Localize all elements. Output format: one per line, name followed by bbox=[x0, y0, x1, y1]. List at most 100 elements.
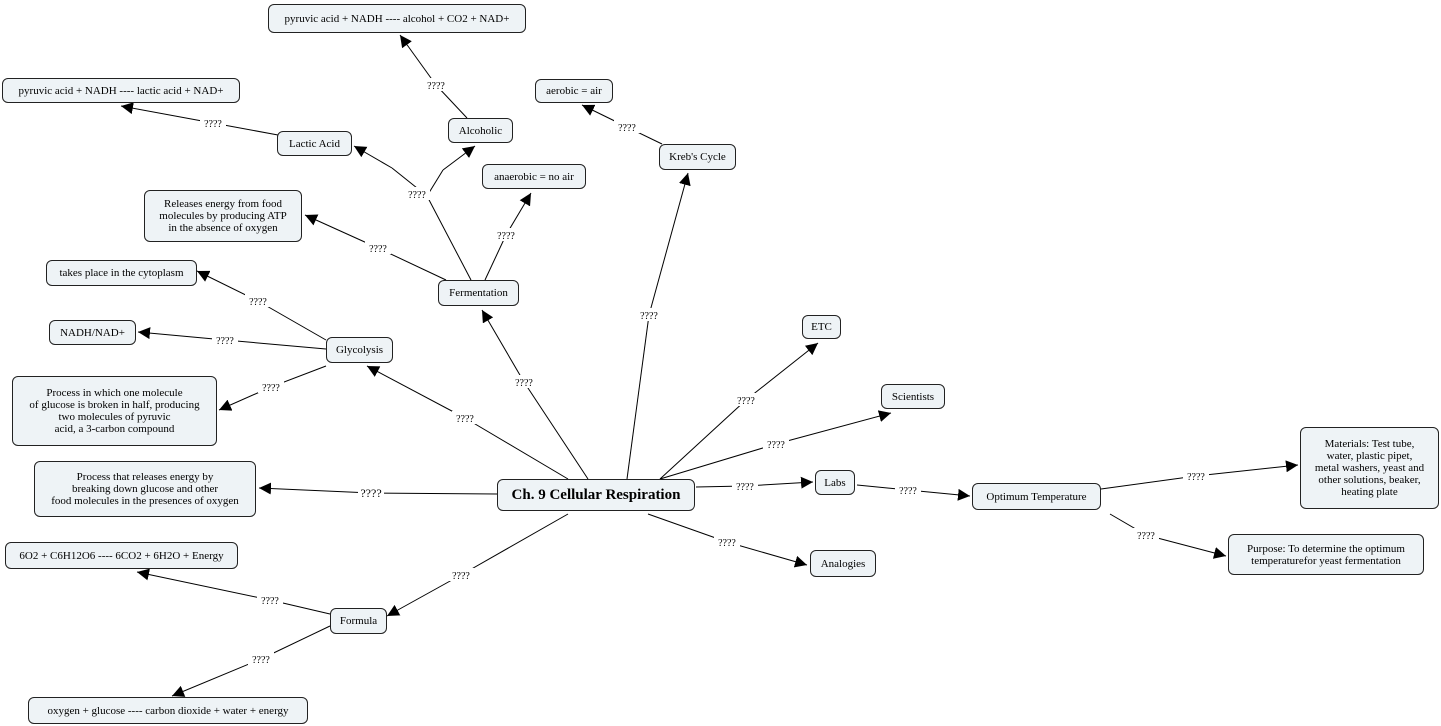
link-label: ???? bbox=[1137, 531, 1155, 542]
link-label: ???? bbox=[369, 244, 387, 255]
link-line bbox=[257, 300, 327, 341]
node-materials[interactable]: Materials: Test tube, water, plastic pip… bbox=[1300, 427, 1439, 509]
link-label: ???? bbox=[427, 81, 445, 92]
node-process-energy[interactable]: Process that releases energy by breaking… bbox=[34, 461, 256, 517]
link-label: ???? bbox=[216, 336, 234, 347]
link-line bbox=[258, 482, 372, 495]
link-label-bg bbox=[404, 187, 430, 200]
link-label-bg bbox=[200, 116, 226, 129]
link-line bbox=[481, 309, 525, 383]
node-labs[interactable]: Labs bbox=[815, 470, 855, 495]
link-line bbox=[648, 172, 691, 316]
link-line bbox=[460, 513, 569, 576]
node-pyruvic-lactic[interactable]: pyruvic acid + NADH ---- lactic acid + N… bbox=[2, 78, 240, 103]
link-label-bg bbox=[763, 437, 789, 450]
link-line bbox=[659, 399, 747, 480]
link-label: ???? bbox=[262, 383, 280, 394]
node-formula[interactable]: Formula bbox=[330, 608, 387, 634]
link-label-bg bbox=[423, 78, 449, 91]
link-label: ???? bbox=[767, 440, 785, 451]
link-label: ???? bbox=[497, 231, 515, 242]
link-line bbox=[120, 102, 214, 124]
node-purpose[interactable]: Purpose: To determine the optimum temper… bbox=[1228, 534, 1424, 575]
link-line bbox=[523, 381, 589, 480]
link-line bbox=[1195, 460, 1299, 477]
node-krebs-cycle[interactable]: Kreb's Cycle bbox=[659, 144, 736, 170]
link-line bbox=[659, 443, 777, 480]
link-line bbox=[171, 658, 262, 697]
link-label-bg bbox=[365, 241, 391, 254]
link-label-bg bbox=[614, 120, 640, 133]
link-line bbox=[1100, 475, 1197, 490]
link-label-bg bbox=[257, 593, 283, 606]
node-alcoholic[interactable]: Alcoholic bbox=[448, 118, 513, 143]
link-line bbox=[745, 342, 819, 401]
node-word-equation[interactable]: oxygen + glucose ---- carbon dioxide + w… bbox=[28, 697, 308, 724]
link-line bbox=[647, 513, 728, 543]
node-lactic-acid[interactable]: Lactic Acid bbox=[277, 131, 352, 156]
link-label-bg bbox=[636, 308, 662, 321]
link-label: ???? bbox=[204, 119, 222, 130]
node-balanced-equation[interactable]: 6O2 + C6H12O6 ---- 6CO2 + 6H2O + Energy bbox=[5, 542, 238, 569]
link-line bbox=[399, 34, 437, 86]
link-line bbox=[137, 327, 226, 341]
link-line bbox=[224, 339, 327, 350]
link-label: ???? bbox=[456, 414, 474, 425]
link-label: ???? bbox=[736, 482, 754, 493]
node-cytoplasm[interactable]: takes place in the cytoplasm bbox=[46, 260, 197, 286]
link-line bbox=[442, 145, 476, 171]
link-label-bg bbox=[358, 486, 384, 499]
link-line bbox=[136, 568, 271, 601]
link-label: ???? bbox=[640, 311, 658, 322]
link-label-bg bbox=[493, 228, 519, 241]
link-label: ???? bbox=[252, 655, 270, 666]
node-optimum-temperature[interactable]: Optimum Temperature bbox=[972, 483, 1101, 510]
link-line bbox=[386, 574, 462, 617]
link-line bbox=[366, 365, 466, 419]
node-fermentation[interactable]: Fermentation bbox=[438, 280, 519, 306]
link-line bbox=[1145, 534, 1227, 559]
link-line bbox=[726, 541, 808, 568]
node-etc[interactable]: ETC bbox=[802, 315, 841, 339]
link-label: ???? bbox=[408, 190, 426, 201]
node-glucose-half[interactable]: Process in which one molecule of glucose… bbox=[12, 376, 217, 446]
link-label-bg bbox=[895, 483, 921, 496]
link-line bbox=[353, 145, 393, 169]
link-label-bg bbox=[1133, 528, 1159, 541]
link-label: ???? bbox=[515, 378, 533, 389]
link-line bbox=[626, 314, 650, 480]
node-nadh[interactable]: NADH/NAD+ bbox=[49, 320, 136, 345]
link-label-bg bbox=[448, 568, 474, 581]
node-scientists[interactable]: Scientists bbox=[881, 384, 945, 409]
link-label: ???? bbox=[261, 596, 279, 607]
link-label-bg bbox=[245, 294, 271, 307]
link-line bbox=[426, 195, 472, 281]
link-label-bg bbox=[732, 479, 758, 492]
link-label: ???? bbox=[718, 538, 736, 549]
link-label-bg bbox=[733, 393, 759, 406]
link-label: ???? bbox=[899, 486, 917, 497]
node-pyruvic-alcohol[interactable]: pyruvic acid + NADH ---- alcohol + CO2 +… bbox=[268, 4, 526, 33]
link-line bbox=[464, 417, 569, 480]
link-label: ???? bbox=[618, 123, 636, 134]
link-label-bg bbox=[511, 375, 537, 388]
link-line bbox=[775, 410, 892, 445]
link-label-bg bbox=[452, 411, 478, 424]
link-line bbox=[484, 234, 507, 281]
node-releases-energy[interactable]: Releases energy from food molecules by p… bbox=[144, 190, 302, 242]
link-label-bg bbox=[714, 535, 740, 548]
link-label: ???? bbox=[1187, 472, 1205, 483]
link-label-bg bbox=[212, 333, 238, 346]
node-anaerobic[interactable]: anaerobic = no air bbox=[482, 164, 586, 189]
node-aerobic[interactable]: aerobic = air bbox=[535, 79, 613, 103]
link-label-bg bbox=[1183, 469, 1209, 482]
link-label: ???? bbox=[360, 486, 381, 500]
link-label: ???? bbox=[737, 396, 755, 407]
node-glycolysis[interactable]: Glycolysis bbox=[326, 337, 393, 363]
node-root-cellular-respiration[interactable]: Ch. 9 Cellular Respiration bbox=[497, 479, 695, 511]
node-analogies[interactable]: Analogies bbox=[810, 550, 876, 577]
link-label-bg bbox=[248, 652, 274, 665]
link-line bbox=[370, 492, 498, 495]
